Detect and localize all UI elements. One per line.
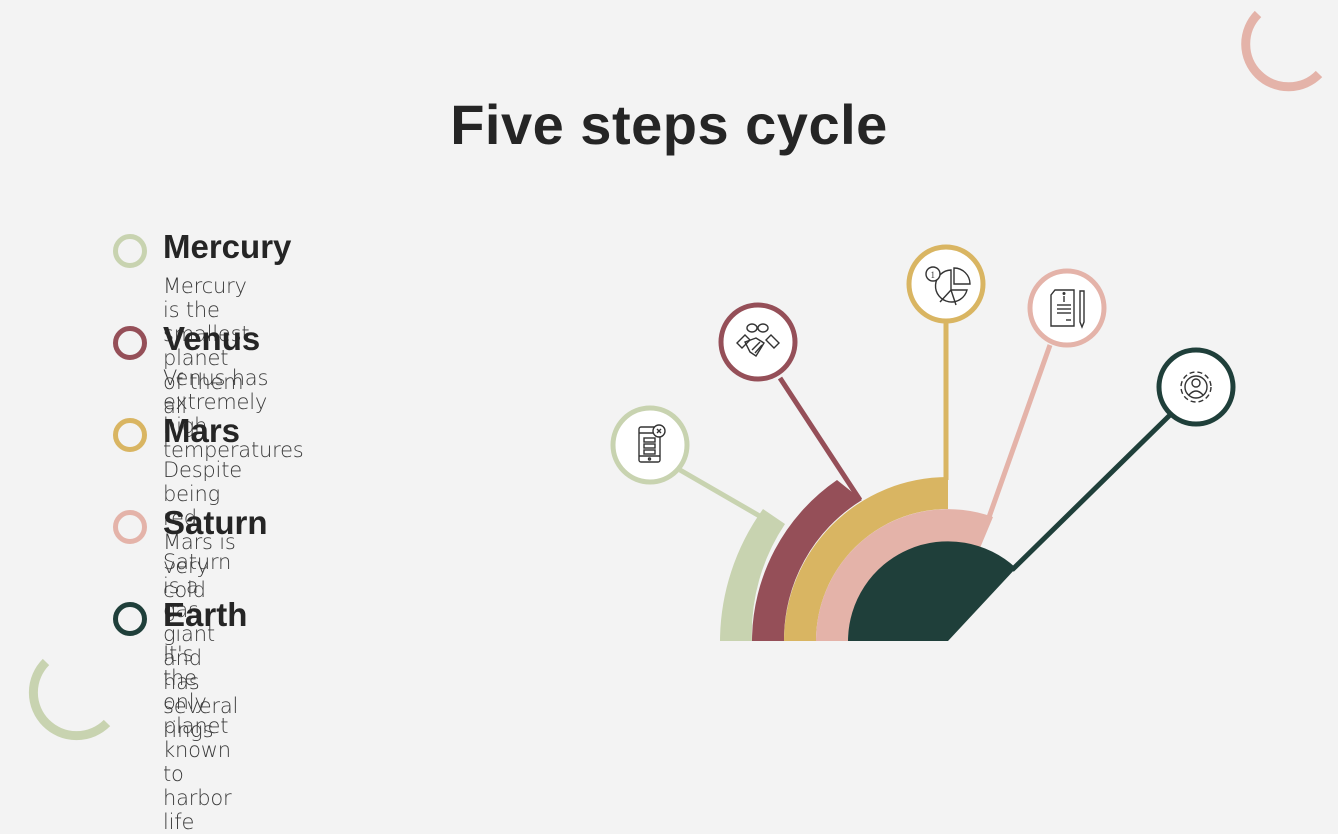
node-mars: 1 (906, 244, 986, 324)
step-name: Mars (163, 412, 241, 449)
step-name: Venus (163, 320, 261, 357)
step-name: Mercury (163, 228, 292, 265)
arc-earth (848, 541, 1016, 641)
ring-bullet-icon (113, 234, 147, 268)
gear-user-icon (1180, 371, 1212, 403)
connector-earth (1010, 413, 1172, 572)
page-title: Five steps cycle (450, 93, 888, 156)
step-name: Saturn (163, 504, 268, 541)
svg-text:1: 1 (931, 270, 936, 280)
ring-bullet-icon (113, 602, 147, 636)
handshake-icon (736, 323, 780, 357)
step-description: Despite being red, Mars is very cold (163, 458, 242, 602)
step-description: Venus has extremely high temperatures (163, 366, 304, 462)
node-mercury (610, 405, 690, 485)
node-saturn (1027, 268, 1107, 348)
cycle-diagram: 1 (28, 10, 1323, 741)
ring-bullet-icon (113, 510, 147, 544)
decorative-arc-bottom-left (28, 658, 111, 741)
pie-chart-info-icon: 1 (925, 266, 971, 306)
connector-venus (777, 376, 863, 502)
ring-bullet-icon (113, 418, 147, 452)
step-name: Earth (163, 596, 248, 633)
ring-bullet-icon (113, 326, 147, 360)
decorative-arc-top-right (1241, 10, 1323, 92)
mobile-payment-icon (638, 424, 666, 463)
connector-saturn (985, 344, 1053, 521)
node-earth (1156, 347, 1236, 427)
arc-mars (784, 477, 948, 641)
connector-mercury (678, 467, 772, 525)
step-description: Mercury is the smallest planet of them a… (163, 274, 250, 418)
step-description: Saturn is a gas giant and has several ri… (163, 550, 239, 742)
document-pen-icon (1050, 289, 1085, 329)
arc-venus (752, 480, 862, 641)
arc-mercury (720, 509, 785, 641)
node-venus (718, 302, 798, 382)
